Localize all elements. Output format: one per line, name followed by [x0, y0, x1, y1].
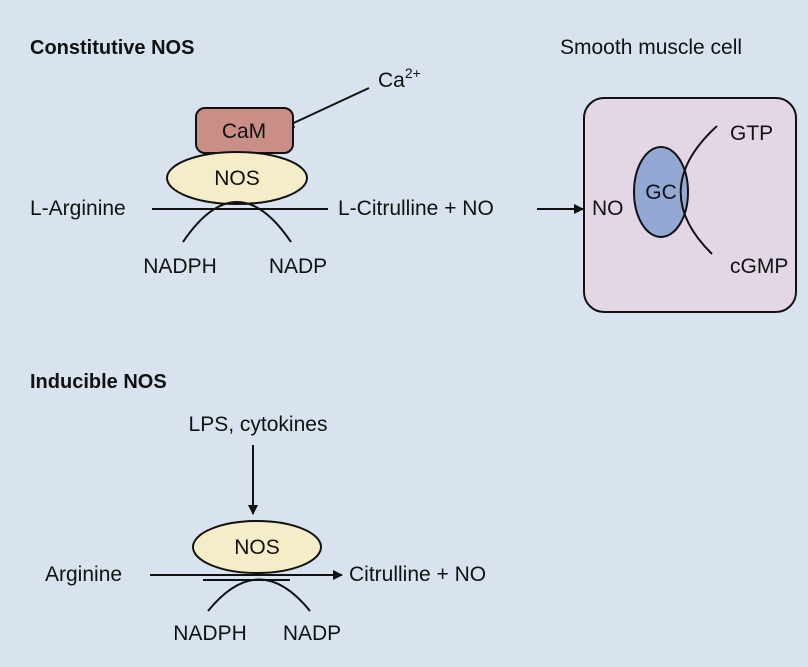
guanylate-cyclase-ellipse [633, 146, 689, 238]
calcium-arrow [284, 87, 370, 128]
gtp-label: GTP [730, 122, 773, 145]
gtp-cgmp-arc [679, 125, 718, 255]
cam-label: CaM [222, 120, 266, 143]
constitutive-cofactor-arc [182, 201, 292, 243]
constitutive-nos-ellipse [166, 151, 308, 205]
smooth-muscle-cell-title: Smooth muscle cell [560, 36, 742, 59]
cell-no-label: NO [592, 197, 624, 220]
lps-cytokines-label: LPS, cytokines [189, 413, 328, 436]
cgmp-label: cGMP [730, 255, 788, 278]
calcium-charge: 2+ [405, 65, 421, 81]
inducible-nadp-label: NADP [283, 622, 341, 645]
smooth-muscle-cell-box [583, 97, 797, 313]
calcium-label: Ca2+ [378, 65, 421, 92]
citrulline-no-label: Citrulline + NO [349, 563, 486, 586]
constitutive-nadp-label: NADP [269, 255, 327, 278]
inducible-cofactor-arc [207, 578, 311, 612]
inducible-nadph-label: NADPH [173, 622, 247, 645]
constitutive-nos-title: Constitutive NOS [30, 37, 194, 59]
calcium-symbol: Ca [378, 69, 405, 92]
gc-label: GC [645, 181, 677, 204]
inducible-nos-label: NOS [234, 536, 280, 559]
constitutive-nos-label: NOS [214, 167, 260, 190]
constitutive-nadph-label: NADPH [143, 255, 217, 278]
inducible-nos-title: Inducible NOS [30, 371, 167, 393]
l-arginine-label: L-Arginine [30, 197, 126, 220]
l-citrulline-no-label: L-Citrulline + NO [338, 197, 494, 220]
inducible-nos-ellipse [192, 520, 322, 574]
arginine-label: Arginine [45, 563, 122, 586]
